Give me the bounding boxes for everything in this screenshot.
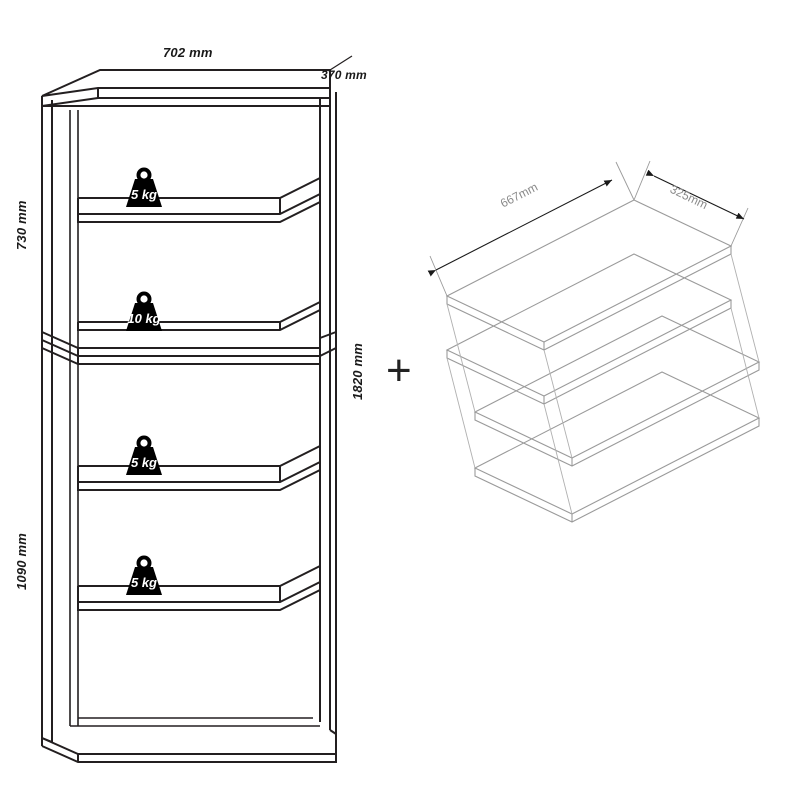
cabinet-middle-divider (41, 331, 337, 365)
cabinet-outline (41, 69, 337, 763)
dimension-label-lower-height: 1090 mm (14, 532, 29, 590)
weight-badge-shelf-1: 5 kg (119, 166, 169, 210)
loose-shelf-4 (473, 371, 761, 523)
weight-badge-text-4: 5 kg (131, 575, 157, 590)
cabinet-right-side (319, 88, 337, 735)
cabinet-shelf-1 (77, 177, 321, 223)
cabinet-left-side (41, 96, 53, 743)
loose-shelf-1 (445, 199, 733, 351)
shelf-length-dimension-line (427, 179, 613, 277)
cabinet-shelf-2 (77, 301, 321, 331)
weight-badge-text-2: 10 kg (127, 311, 160, 326)
dimension-label-depth: 370 mm (321, 68, 367, 82)
weight-badge-shelf-4: 5 kg (119, 554, 169, 598)
shelf-stack (445, 199, 761, 523)
weight-badge-shelf-2: 10 kg (119, 290, 169, 334)
weight-badge-text-1: 5 kg (131, 187, 157, 202)
dimension-label-upper-height: 730 mm (14, 200, 29, 250)
cabinet-shelf-3 (77, 445, 321, 491)
weight-badge-text-3: 5 kg (131, 455, 157, 470)
cabinet-dimension-lines (329, 55, 353, 71)
weight-badge-shelf-3: 5 kg (119, 434, 169, 478)
cabinet-top-panel (41, 69, 331, 108)
shelf-width-dimension-line (645, 169, 745, 220)
shelf-dimension-lines (427, 160, 749, 297)
cabinet-shelf-4 (77, 565, 321, 611)
explosion-guides (446, 253, 760, 515)
cabinet-bottom-panel (41, 734, 337, 763)
cabinet-inner-carcass (69, 110, 320, 727)
plus-sign: + (386, 346, 412, 395)
dimension-label-total-height: 1820 mm (350, 342, 365, 400)
dimension-label-width: 702 mm (163, 45, 213, 60)
